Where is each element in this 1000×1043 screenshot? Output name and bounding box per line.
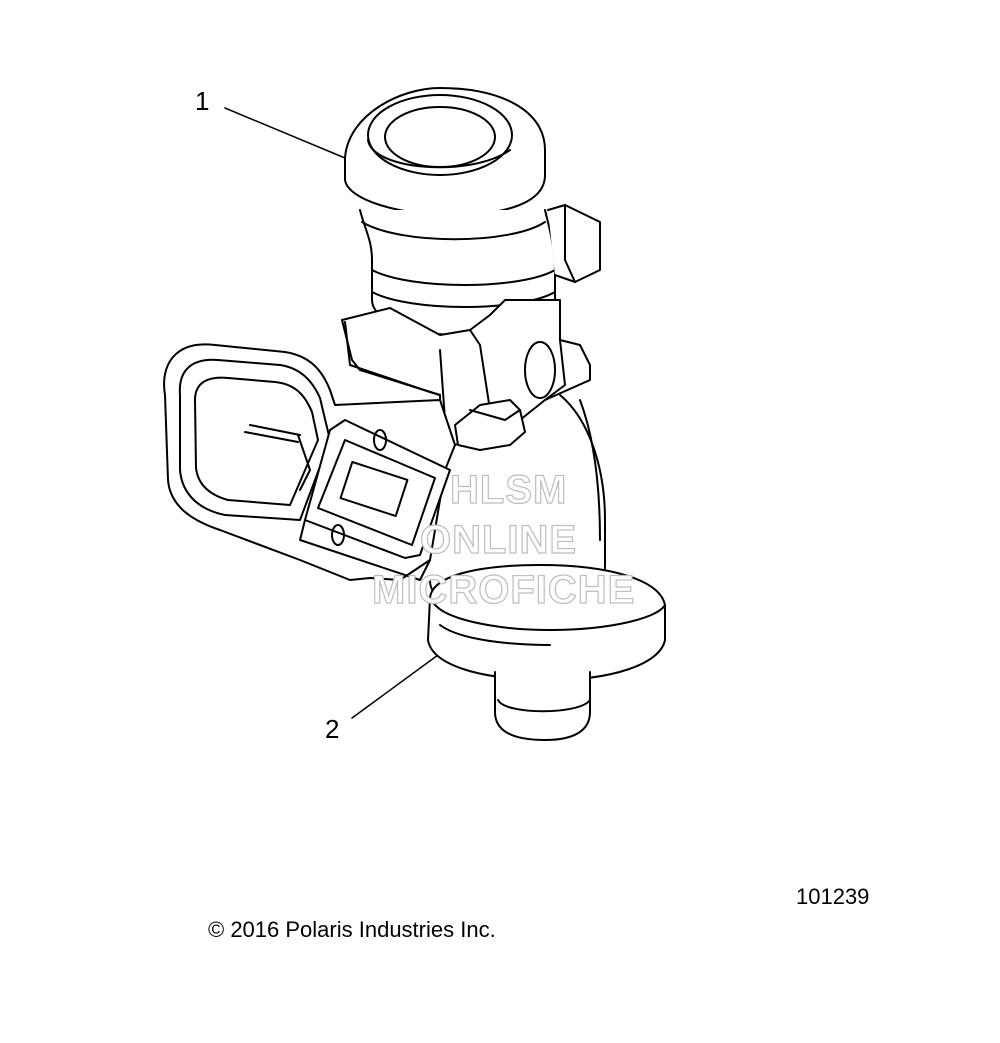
copyright-notice: © 2016 Polaris Industries Inc.: [208, 917, 496, 942]
nozzle-tip: [494, 671, 591, 741]
watermark-line-3: MICROFICHE: [371, 568, 636, 612]
watermark-line-1: HLSM: [449, 468, 568, 512]
top-oring: [344, 87, 546, 216]
bottom-oring: [427, 564, 666, 681]
leader-line-2: [351, 654, 439, 719]
watermark-line-2: ONLINE: [419, 518, 578, 562]
mid-collar: [341, 299, 591, 451]
retaining-clip: [454, 399, 526, 451]
drawing-number: 101239: [796, 884, 870, 909]
callout-2: 2: [325, 714, 340, 744]
leader-line-1: [224, 107, 346, 159]
callout-1: 1: [195, 86, 210, 116]
electrical-connector: [163, 343, 456, 581]
